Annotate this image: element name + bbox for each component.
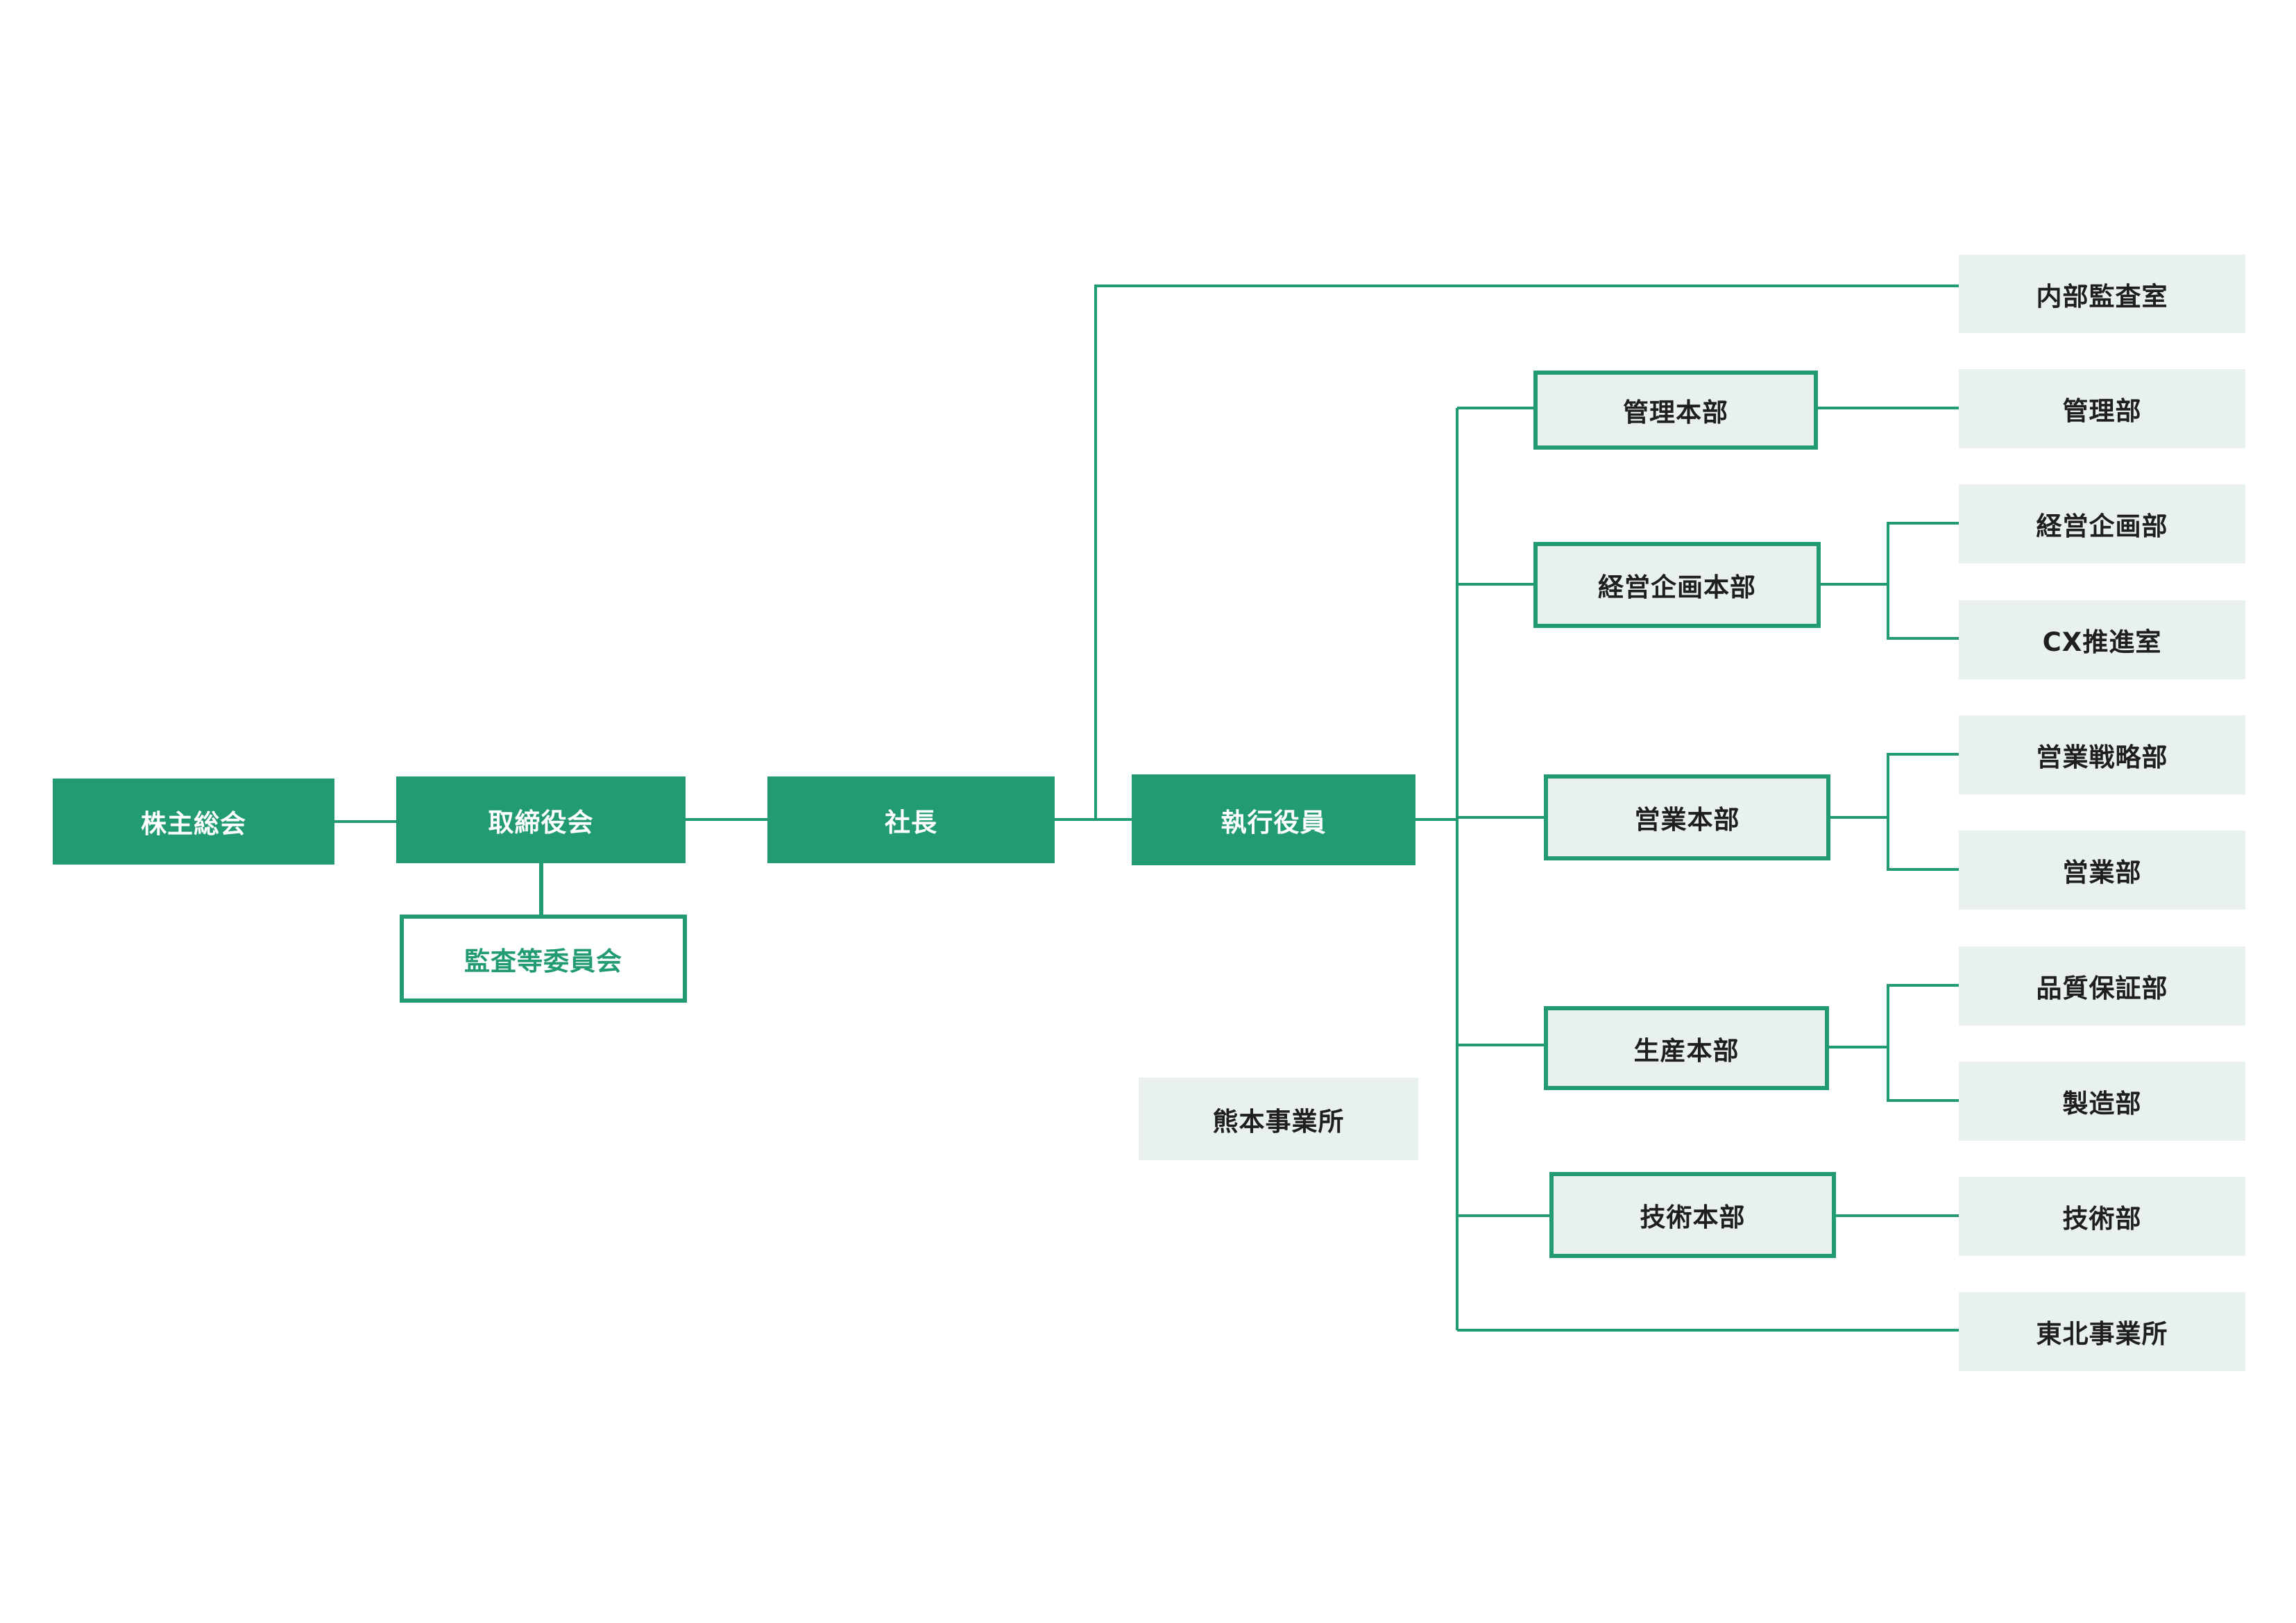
node-audit-committee: 監査等委員会 [400, 915, 687, 1003]
node-kumamoto-office: 熊本事業所 [1139, 1078, 1418, 1160]
node-dept-sales: 営業部 [1959, 831, 2245, 910]
node-executive-officers: 執行役員 [1132, 774, 1415, 865]
node-internal-audit: 内部監査室 [1959, 255, 2245, 333]
node-dept-sales-strategy: 営業戦略部 [1959, 715, 2245, 794]
node-hq-production: 生産本部 [1544, 1006, 1829, 1090]
node-dept-administration: 管理部 [1959, 369, 2245, 448]
node-hq-sales: 営業本部 [1544, 774, 1830, 860]
node-hq-engineering: 技術本部 [1549, 1172, 1836, 1258]
node-dept-cx-promotion: CX推進室 [1959, 600, 2245, 679]
node-president: 社長 [767, 776, 1055, 863]
node-dept-quality-assurance: 品質保証部 [1959, 946, 2245, 1026]
node-dept-corporate-planning: 経営企画部 [1959, 484, 2245, 563]
node-hq-administration: 管理本部 [1533, 371, 1818, 450]
node-hq-corporate-planning: 経営企画本部 [1533, 542, 1821, 628]
node-board-of-directors: 取締役会 [396, 776, 686, 863]
node-dept-engineering: 技術部 [1959, 1177, 2245, 1256]
node-dept-manufacturing: 製造部 [1959, 1062, 2245, 1141]
node-shareholders-meeting: 株主総会 [53, 779, 334, 865]
node-tohoku-office: 東北事業所 [1959, 1292, 2245, 1371]
